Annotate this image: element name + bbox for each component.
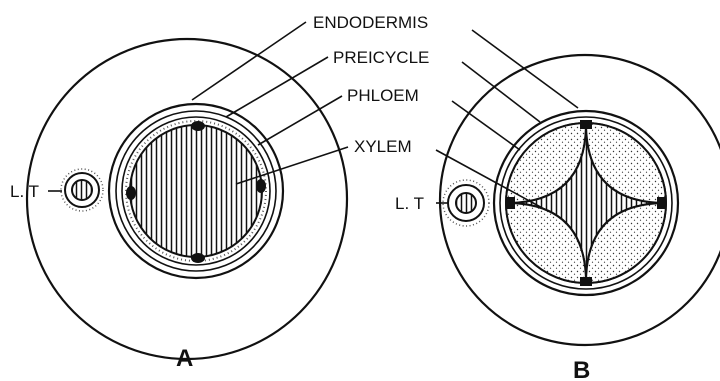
label-lt-b: L. T <box>395 194 424 213</box>
figure-label-a: A <box>176 345 193 372</box>
label-lt-a: L. T <box>10 182 39 201</box>
phloem-patch <box>191 253 205 263</box>
section-a <box>27 39 347 359</box>
phloem-patch <box>191 121 205 131</box>
label-pericycle: PREICYCLE <box>333 48 429 67</box>
lateral-trace-a <box>61 169 103 211</box>
xylem-core-a <box>130 125 262 257</box>
phloem-patch <box>256 179 266 193</box>
lateral-trace-b <box>443 180 489 226</box>
label-phloem: PHLOEM <box>347 86 419 105</box>
section-b <box>440 55 720 345</box>
figure-label-b: B <box>573 357 590 381</box>
phloem-patch <box>126 186 136 200</box>
label-xylem: XYLEM <box>354 137 412 156</box>
label-endodermis: ENDODERMIS <box>313 13 428 32</box>
